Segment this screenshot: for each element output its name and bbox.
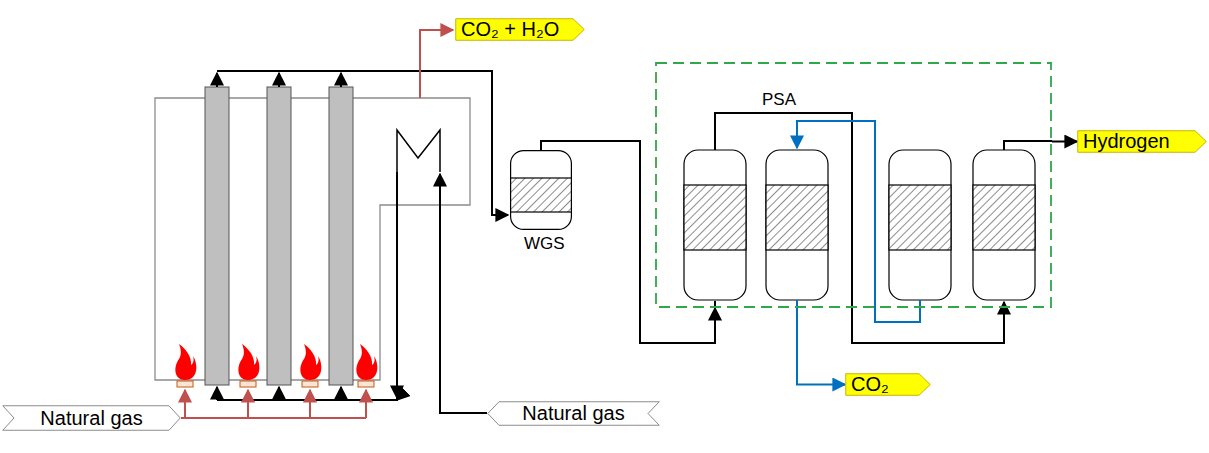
psa-piping [715,113,1052,343]
burner-flames [175,344,377,380]
reformer-tubes [205,87,353,385]
stream-label: Hydrogen [1083,130,1170,153]
output-tag: Hydrogen [1077,130,1207,153]
reformate-line [217,71,508,215]
unit-label: WGS [524,234,565,254]
node-outline [655,62,1052,308]
flow-connector [797,308,845,385]
stream-label: CO₂ + H₂O [461,18,559,41]
fuel-line [181,390,366,418]
feed-tag: Natural gas [487,401,660,426]
feed-line [217,172,487,413]
output-tag: CO₂ [845,373,931,396]
furnace-casing [155,98,470,380]
flue-gas-line [420,30,453,98]
psa-unit: PSA [655,62,1052,308]
stream-label: CO₂ [851,373,889,396]
psa-vessels [684,150,1035,300]
output-tag: CO₂ + H₂O [455,18,585,41]
heat-exchanger-symbol [397,130,440,172]
node-outline [510,150,572,230]
wgs-reactor: WGS [510,150,572,230]
stream-label: Natural gas [40,407,142,430]
feed-tag: Natural gas [2,405,181,431]
burners [177,381,374,387]
unit-label: PSA [762,90,796,110]
flow-connector [1052,141,1077,143]
stream-label: Natural gas [522,402,624,425]
